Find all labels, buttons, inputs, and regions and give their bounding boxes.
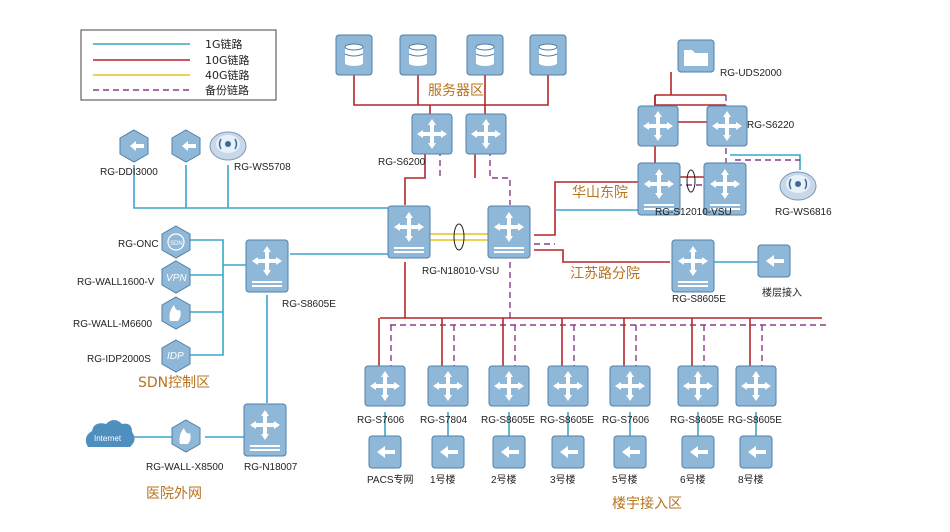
building-access-switch [681, 435, 715, 469]
building-access-switch [551, 435, 585, 469]
s12010-label: RG-S12010-VSU [655, 207, 732, 218]
vpn-icon-text: VPN [166, 273, 187, 284]
jiangsu-switch-label: RG-S8605E [672, 294, 726, 305]
wall8500-label: RG-WALL-X8500 [146, 462, 224, 473]
onc-icon-text: SDN [170, 241, 183, 247]
server-switch-1 [411, 113, 453, 155]
external-area: Internet RG-WALL-X8500 RG-N18007 医院外网 [85, 403, 298, 502]
uds-label: RG-UDS2000 [720, 68, 782, 79]
building-access-switch [492, 435, 526, 469]
core-area: RG-N18010-VSU [387, 205, 531, 277]
building-core-switch [677, 365, 719, 407]
sdn-switch-label: RG-S8605E [282, 299, 336, 310]
building-drops [378, 318, 763, 436]
core-label: RG-N18010-VSU [422, 266, 499, 277]
server-1 [335, 34, 373, 76]
firewall-flame-icon [169, 305, 181, 321]
idp-label: RG-IDP2000S [87, 354, 151, 365]
legend-backup-label: 备份链路 [205, 83, 249, 97]
server-3 [466, 34, 504, 76]
building-core-switch [609, 365, 651, 407]
building-core-switch [427, 365, 469, 407]
building-switch-label: RG-S8605E [481, 415, 535, 426]
server-switch-2 [465, 113, 507, 155]
n18007-label: RG-N18007 [244, 462, 298, 473]
onc-label: RG-ONC [118, 239, 159, 250]
huashan-area: RG-UDS2000 RG-S6220 RG-S12010-VSU RG-WS6… [572, 39, 832, 218]
floor-access-label: 楼层接入 [762, 286, 802, 299]
building-switch-label: RG-S7606 [357, 415, 405, 426]
legend-10g-label: 10G链路 [205, 53, 250, 67]
server-area: 服务器区 RG-S6200 [335, 34, 567, 168]
idp-icon-text: IDP [167, 351, 184, 362]
core-vsu-ring [453, 223, 465, 251]
building-access-label: 5号楼 [612, 473, 638, 486]
ddi-label: RG-DDI3000 [100, 167, 158, 178]
s6220-label: RG-S6220 [747, 120, 795, 131]
zone-external-label: 医院外网 [146, 486, 202, 502]
building-core-switch [488, 365, 530, 407]
internet-cloud-icon [85, 420, 135, 447]
building-switch-label: RG-S7606 [602, 415, 650, 426]
folder-icon [684, 50, 708, 66]
building-access-label: 1号楼 [430, 473, 456, 486]
building-access-label: PACS专网 [367, 473, 414, 486]
zone-server-label: 服务器区 [428, 83, 484, 99]
legend: 1G链路 10G链路 40G链路 备份链路 [80, 29, 277, 101]
jiangsu-switch [671, 239, 715, 293]
server-2 [399, 34, 437, 76]
s12010-vsu-ring [686, 169, 696, 193]
ws6816-device [779, 171, 817, 201]
zone-sdn-label: SDN控制区 [138, 375, 210, 391]
n18007-device [243, 403, 287, 457]
wall1600-label: RG-WALL1600-V [77, 277, 155, 288]
building-switch-label: RG-S8605E [728, 415, 782, 426]
server-4 [529, 34, 567, 76]
zone-huashan-label: 华山东院 [572, 185, 628, 201]
sdn-switch [245, 239, 289, 293]
core-switch-1 [387, 205, 431, 259]
jiangsu-area: RG-S8605E 楼层接入 江苏路分院 [570, 239, 802, 305]
building-access-switch [613, 435, 647, 469]
onc-icon-ring [167, 233, 185, 251]
building-access-switch [431, 435, 465, 469]
building-core-switch [735, 365, 777, 407]
s6220-switch-1 [637, 105, 679, 147]
ws6816-label: RG-WS6816 [775, 207, 832, 218]
floor-access-switch [757, 244, 791, 278]
building-access-switch [368, 435, 402, 469]
building-core-switch [547, 365, 589, 407]
zone-jiangsu-label: 江苏路分院 [570, 266, 640, 282]
legend-40g-label: 40G链路 [205, 68, 250, 82]
ws5708-device [209, 131, 247, 161]
core-switch-2 [487, 205, 531, 259]
building-switch-label: RG-S8605E [540, 415, 594, 426]
sdn-area: SDN VPN IDP RG-ONC RG-WALL1600-V RG-WALL… [73, 225, 336, 391]
building-access-switch [739, 435, 773, 469]
legend-1g-label: 1G链路 [205, 37, 243, 51]
building-access-label: 3号楼 [550, 473, 576, 486]
legend-box [80, 29, 277, 101]
building-access-label: 6号楼 [680, 473, 706, 486]
internet-label: Internet [94, 434, 122, 443]
building-access-label: 8号楼 [738, 473, 764, 486]
building-access-label: 2号楼 [491, 473, 517, 486]
wallm6600-label: RG-WALL-M6600 [73, 319, 153, 330]
server-switch-label: RG-S6200 [378, 157, 426, 168]
building-switch-label: RG-S7804 [420, 415, 468, 426]
ddi-area: RG-DDI3000 RG-WS5708 [100, 129, 291, 178]
building-switch-label: RG-S8605E [670, 415, 724, 426]
s6220-switch-2 [706, 105, 748, 147]
zone-building-label: 楼宇接入区 [612, 495, 682, 512]
building-core-switch [364, 365, 406, 407]
wall8500-flame-icon [179, 428, 191, 444]
ws5708-label: RG-WS5708 [234, 162, 291, 173]
